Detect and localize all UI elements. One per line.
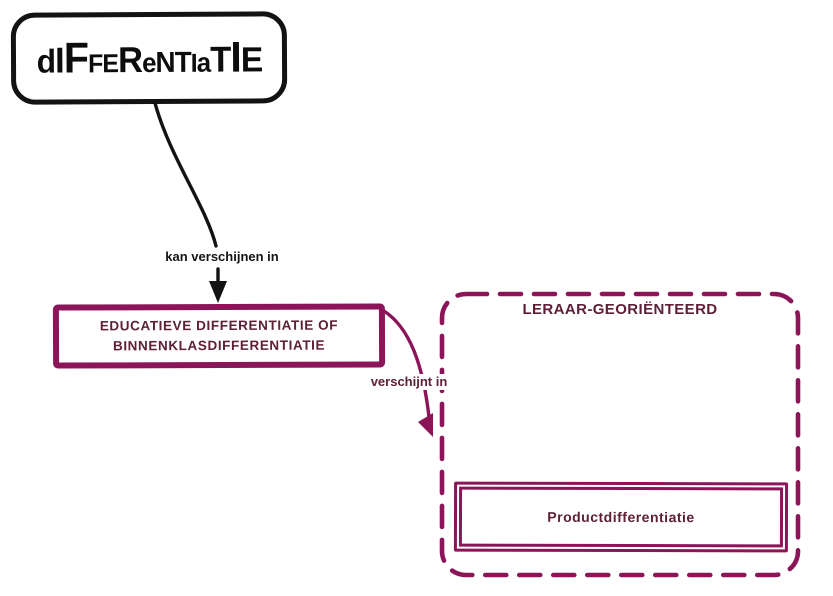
- link-line-kan-verschijnen-upper: [153, 101, 218, 248]
- arrowhead-diagonal-icon: [418, 413, 433, 437]
- node-educatieve-label-line1: EDUCATIEVE DIFFERENTIATIE OF: [99, 318, 339, 334]
- title-letter: N: [154, 46, 175, 79]
- node-educatieve-label-line2: BINNENKLASDIFFERENTIATIE: [112, 337, 326, 354]
- title-letter: T: [174, 46, 191, 79]
- title-letter: E: [101, 47, 118, 78]
- title-letter: I: [229, 33, 241, 82]
- container-title-leraar-georienteerd: LERAAR-GEORIËNTEERD: [522, 301, 718, 318]
- container-leraar-georienteerd-border[interactable]: [439, 291, 801, 578]
- node-product-label: Productdifferentiatie: [547, 508, 695, 526]
- title-letter: I: [190, 47, 197, 78]
- title-letter: E: [240, 39, 262, 80]
- title-letter: R: [117, 38, 142, 80]
- title-letter: I: [54, 38, 64, 80]
- title-letter: F: [63, 33, 88, 82]
- title-letter: a: [196, 47, 210, 78]
- title-letter: d: [36, 41, 55, 80]
- title-letter: e: [141, 47, 156, 78]
- node-differentiatie[interactable]: d I F F E R e N T I a T I E: [10, 11, 288, 105]
- link-line-verschijnt-in: [382, 309, 431, 419]
- node-differentiatie-label: d I F F E R e N T I a T I E: [36, 33, 262, 82]
- arrowhead-down-icon: [209, 281, 227, 303]
- node-productdifferentiatie[interactable]: Productdifferentiatie: [453, 481, 789, 553]
- title-letter: T: [209, 38, 230, 80]
- node-educatieve-differentiatie[interactable]: EDUCATIEVE DIFFERENTIATIE OF BINNENKLASD…: [52, 303, 386, 369]
- link-label-kan-verschijnen-in[interactable]: kan verschijnen in: [158, 249, 286, 266]
- title-letter: F: [87, 47, 102, 78]
- link-label-verschijnt-in[interactable]: verschijnt in: [366, 374, 452, 391]
